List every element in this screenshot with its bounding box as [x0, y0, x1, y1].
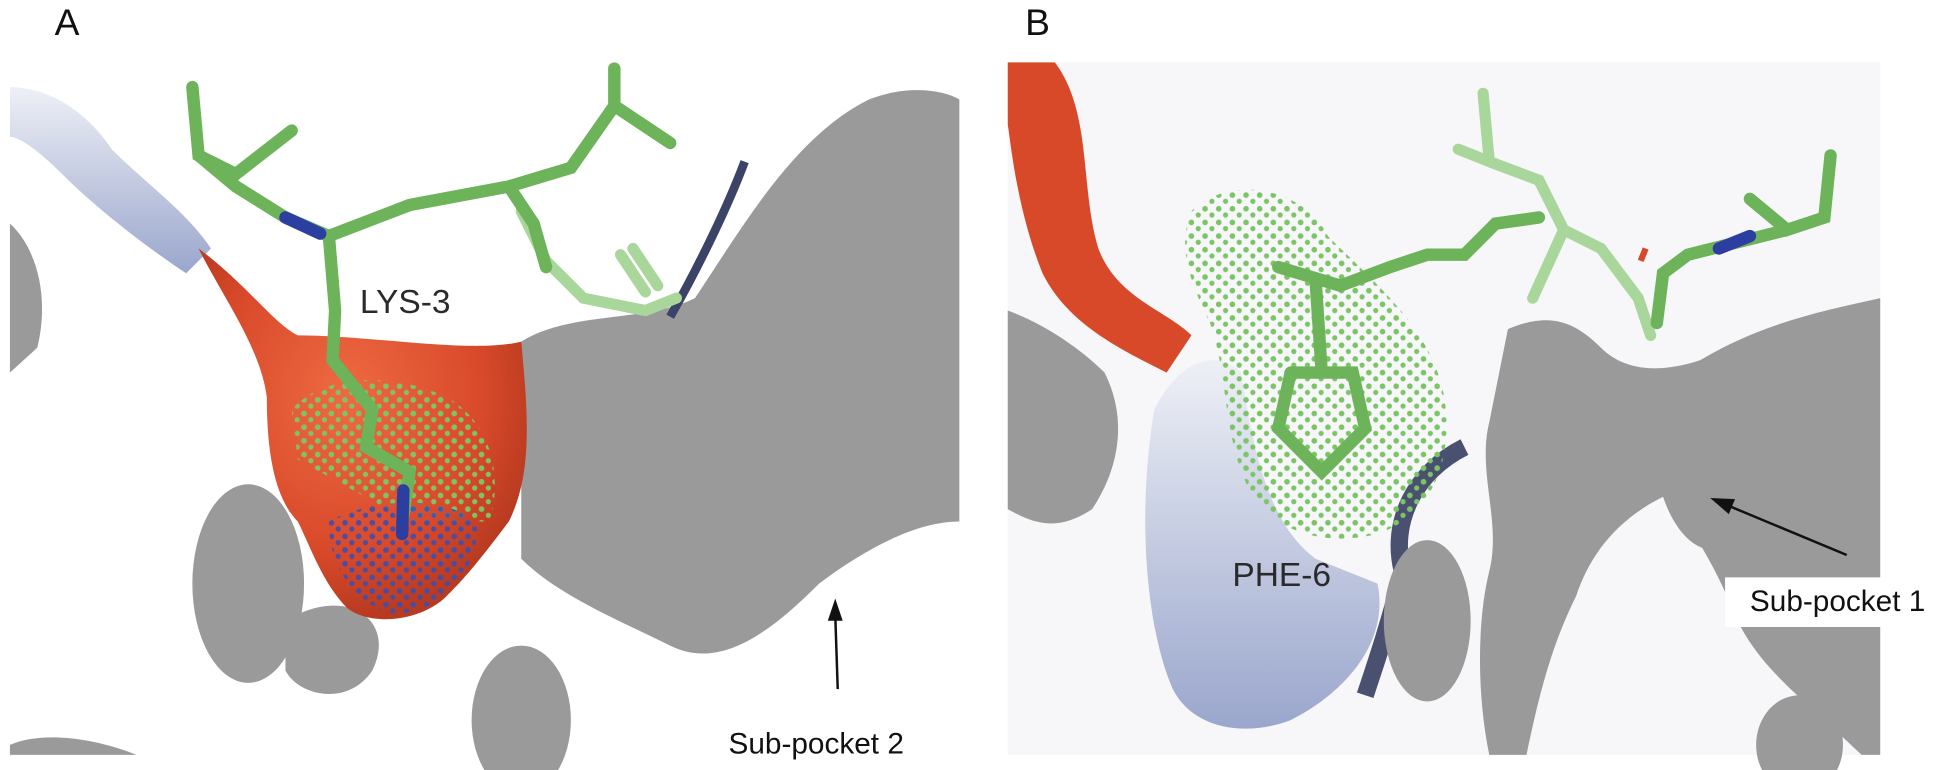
positive-surface-b	[1145, 360, 1380, 729]
ligand-dots-green-a	[291, 380, 495, 522]
sub-pocket-1-label: Sub-pocket 1	[1750, 585, 1925, 618]
ligand-dots-blue-a	[328, 502, 478, 615]
panel-a: A LYS-3 Sub-pocket 2	[9, 1, 960, 770]
surface-cut-plane-b	[1007, 298, 1881, 770]
negative-surface-b	[1007, 62, 1192, 373]
lys-3-label: LYS-3	[360, 284, 451, 321]
panel-a-letter: A	[55, 1, 80, 43]
sub-pocket-1-label-bg	[1725, 577, 1946, 628]
sub-pocket-2-label: Sub-pocket 2	[729, 728, 904, 761]
sub-pocket-2-arrow	[827, 598, 843, 690]
sub-pocket-1-arrow	[1710, 497, 1848, 557]
panel-b-letter: B	[1025, 1, 1050, 43]
phe-6-stick-model	[1271, 87, 1837, 481]
panel-b: B PHE-6 Sub-pocket 1	[1007, 1, 1946, 770]
phe-6-label: PHE-6	[1232, 557, 1331, 594]
surface-cut-plane-a	[9, 90, 960, 770]
positive-surface-a	[9, 87, 211, 274]
lys-3-stick-model	[186, 62, 682, 541]
